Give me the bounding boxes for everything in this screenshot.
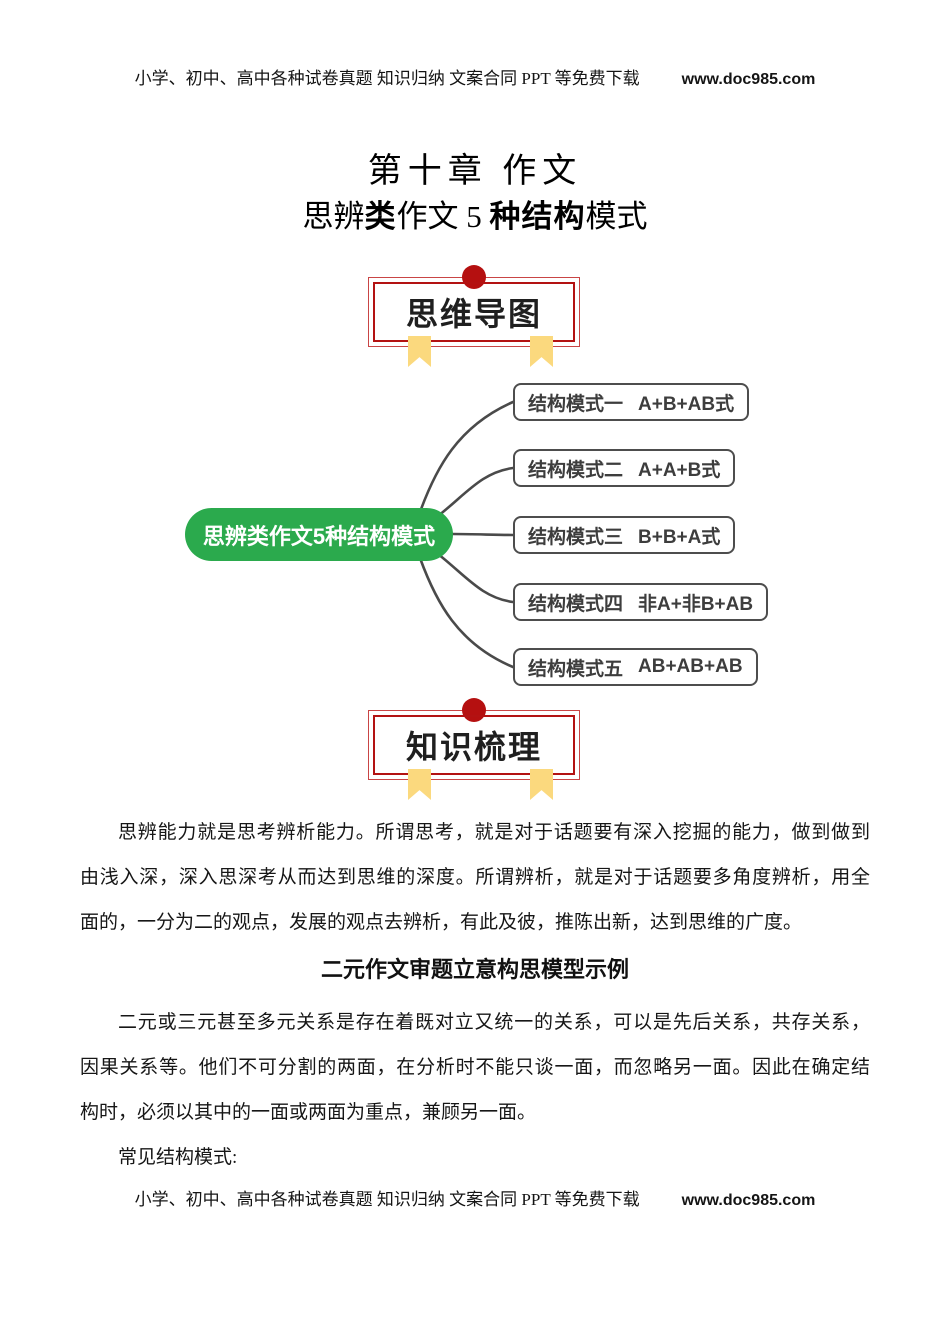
branch-curve-1 <box>418 400 515 514</box>
header-promo-text: 小学、初中、高中各种试卷真题 知识归纳 文案合同 PPT 等免费下载 <box>134 69 640 88</box>
ribbon-icon-left <box>408 769 431 800</box>
branch-curve-4 <box>436 552 515 604</box>
mindmap-branch-4: 结构模式四 非A+非B+AB <box>513 583 769 621</box>
paragraph-line: 面的，一分为二的观点，发展的观点去辨析，有此及彼，推陈出新，达到思维的广度。 <box>80 912 803 933</box>
footer-promo-text: 小学、初中、高中各种试卷真题 知识归纳 文案合同 PPT 等免费下载 <box>134 1190 640 1209</box>
page-header: 小学、初中、高中各种试卷真题 知识归纳 文案合同 PPT 等免费下载 www.do… <box>0 62 950 96</box>
branch-formula: AB+AB+AB <box>638 656 743 677</box>
subtitle-part: 类 <box>364 199 397 234</box>
branch-formula: 非A+非B+AB <box>638 593 754 615</box>
branch-curve-3 <box>451 532 515 537</box>
paragraph-line: 构时，必须以其中的一面或两面为重点，兼顾另一面。 <box>80 1102 537 1123</box>
mindmap-center-node: 思辨类作文5种结构模式 <box>185 508 453 561</box>
branch-label: 结构模式一 <box>528 393 624 415</box>
chapter-title: 第十章 作文 <box>367 153 583 190</box>
branch-label: 结构模式四 <box>528 593 624 615</box>
subtitle-part: 作文 5 <box>396 199 490 234</box>
model-example-heading: 二元作文审题立意构思模型示例 <box>320 957 629 982</box>
branch-curve-5 <box>418 556 515 669</box>
paragraph-2: 二元或三元甚至多元关系是存在着既对立又统一的关系，可以是先后关系，共存关系， 因… <box>80 1000 870 1135</box>
badge-inner-frame: 知识梳理 <box>373 715 575 775</box>
ribbon-icon-right <box>530 336 553 367</box>
mindmap-branch-3: 结构模式三 B+B+A式 <box>513 516 736 554</box>
branch-label: 结构模式二 <box>528 459 624 481</box>
red-dot-icon <box>462 698 486 723</box>
paragraph-line: 由浅入深，深入思深考从而达到思维的深度。所谓辨析，就是对于话题要多角度辨析，用全 <box>80 867 870 888</box>
branch-formula: A+A+B式 <box>638 459 721 481</box>
subtitle-part: 模式 <box>585 199 648 234</box>
paragraph-line: 思辨能力就是思考辨析能力。所谓思考，就是对于话题要有深入挖掘的能力，做到做到 <box>118 822 870 843</box>
doc-subtitle: 思辨类作文 5 种结构模式 <box>0 192 950 242</box>
branch-curve-2 <box>436 466 515 518</box>
mindmap-branch-2: 结构模式二 A+A+B式 <box>513 449 736 487</box>
mindmap-section-badge: 思维导图 <box>368 265 580 367</box>
paragraph-3: 常见结构模式: <box>80 1135 870 1180</box>
branch-label: 结构模式三 <box>528 526 624 548</box>
branch-label: 结构模式五 <box>528 658 624 680</box>
paragraph-line: 常见结构模式: <box>118 1147 238 1168</box>
badge-inner-frame: 思维导图 <box>373 282 575 342</box>
paragraph-line: 因果关系等。他们不可分割的两面，在分析时不能只谈一面，而忽略另一面。因此在确定结 <box>80 1057 870 1078</box>
ribbon-icon-right <box>530 769 553 800</box>
knowledge-badge-label: 知识梳理 <box>405 729 542 765</box>
subtitle-part: 思辨 <box>302 199 365 234</box>
paragraph-1: 思辨能力就是思考辨析能力。所谓思考，就是对于话题要有深入挖掘的能力，做到做到 由… <box>80 810 870 945</box>
red-dot-icon <box>462 265 486 290</box>
knowledge-section-badge: 知识梳理 <box>368 698 580 800</box>
mindmap-badge-label: 思维导图 <box>405 296 542 332</box>
branch-formula: A+B+AB式 <box>638 393 735 415</box>
ribbon-icon-left <box>408 336 431 367</box>
header-site-url: www.doc985.com <box>681 71 816 88</box>
subtitle-part: 种结构 <box>489 199 586 234</box>
branch-formula: B+B+A式 <box>638 526 721 548</box>
mindmap-branch-1: 结构模式一 A+B+AB式 <box>513 383 750 421</box>
footer-site-url: www.doc985.com <box>681 1192 816 1209</box>
page-footer: 小学、初中、高中各种试卷真题 知识归纳 文案合同 PPT 等免费下载 www.do… <box>0 1183 950 1217</box>
mindmap-branch-5: 结构模式五 AB+AB+AB <box>513 648 758 686</box>
paragraph-line: 二元或三元甚至多元关系是存在着既对立又统一的关系，可以是先后关系，共存关系， <box>118 1012 870 1033</box>
